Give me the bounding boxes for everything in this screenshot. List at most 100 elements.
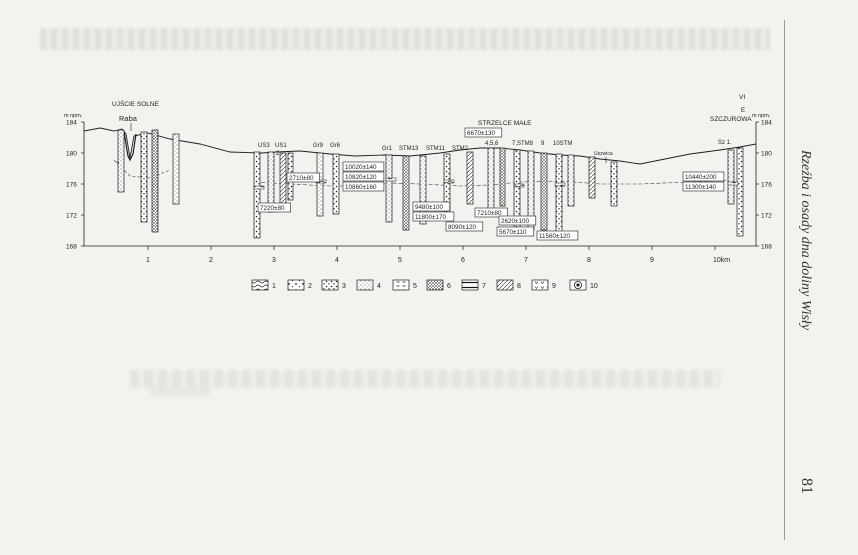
date-box [474, 207, 509, 218]
page-number: 81 [798, 478, 815, 494]
borehole-column [466, 151, 474, 205]
borehole-column [402, 155, 410, 231]
borehole-column [736, 147, 744, 237]
peat-lens [443, 179, 455, 184]
borehole-column [499, 147, 506, 207]
bleed-through-text [40, 28, 770, 50]
label-direction-e: E [741, 108, 745, 114]
borehole-column [151, 129, 159, 233]
x-tick-label: 3 [272, 257, 276, 264]
running-head: Rzeźba i osady dna doliny Wisły [798, 150, 813, 331]
borehole-label: STM11 [426, 146, 446, 152]
date-box [342, 161, 385, 172]
legend-number: 9 [552, 283, 556, 290]
legend-number: 7 [482, 283, 486, 290]
borehole-column [332, 153, 340, 215]
x-tick-label: 6 [461, 257, 465, 264]
y-tick-label-right: 184 [761, 120, 772, 127]
radiocarbon-date: 10440±200 [685, 174, 717, 181]
x-tick-label: 8 [587, 257, 591, 264]
radiocarbon-date: 10860±160 [345, 184, 377, 191]
borehole-column [140, 131, 148, 223]
borehole-label: 2 [276, 151, 280, 157]
radiocarbon-date: 10820±120 [345, 174, 377, 181]
peat-lens [727, 181, 739, 186]
legend-number: 5 [413, 283, 417, 290]
borehole-column [419, 155, 427, 225]
figure-labels: UJŚCIE SOLNE Raba ? STRZELCE MAŁE VI E S… [112, 94, 752, 241]
legend-swatch [356, 279, 374, 291]
y-tick-label-left: 168 [66, 244, 77, 251]
borehole-label: US3 [258, 143, 270, 149]
borehole-label: 9 [541, 141, 545, 147]
borehole-column [727, 149, 735, 205]
borehole-columns [117, 129, 744, 239]
label-raba: Raba [119, 114, 138, 123]
river-incision [123, 131, 137, 162]
y-tick-label-right: 180 [761, 151, 772, 158]
label-ujscie-solne: UJŚCIE SOLNE [112, 99, 160, 108]
y-tick-label-right: 176 [761, 182, 772, 189]
label-strzelce-male: STRZELCE MAŁE [478, 120, 532, 127]
label-section-vi: VI [739, 94, 745, 101]
y-tick-label-right: 168 [761, 244, 772, 251]
radiocarbon-date: 8090±120 [448, 224, 476, 231]
x-tick-label: 1 [146, 257, 150, 264]
date-box [412, 211, 455, 222]
radiocarbon-date: 11800±170 [415, 214, 447, 221]
date-box [464, 127, 503, 138]
legend-number: 2 [308, 283, 312, 290]
date-box [412, 201, 451, 212]
bleed-through-caption [130, 370, 720, 388]
date-box [342, 171, 385, 182]
ground-surface-profile [83, 127, 757, 165]
bleed-through-caption-end [150, 388, 210, 396]
borehole-column [487, 147, 495, 211]
date-box [682, 171, 725, 182]
legend-swatch [287, 279, 305, 291]
radiocarbon-date: 6670±130 [467, 130, 495, 137]
legend-swatch [251, 279, 269, 291]
peat-lens [554, 182, 566, 187]
date-box [682, 181, 725, 192]
peat-lens [513, 183, 525, 188]
legend-circle-core [576, 283, 580, 287]
radiocarbon-date: 7210±80 [477, 210, 502, 217]
date-box [445, 221, 484, 232]
y-tick-label-left: 176 [66, 182, 77, 189]
date-box [496, 226, 535, 237]
radiocarbon-date: 2620±100 [501, 218, 529, 225]
peat-lens [253, 185, 265, 190]
legend-number: 10 [590, 283, 598, 290]
borehole-label: Sz 1. [718, 140, 732, 146]
borehole-column [117, 129, 125, 193]
legend-swatch [321, 279, 339, 291]
legend-swatch [426, 279, 444, 291]
x-tick-label: 10km [713, 257, 730, 264]
y-tick-label-left: 180 [66, 151, 77, 158]
legend-number: 8 [517, 283, 521, 290]
borehole-label: US1 [275, 143, 287, 149]
borehole-column [279, 152, 287, 205]
date-box [286, 172, 321, 183]
x-tick-label: 2 [209, 257, 213, 264]
y-tick-label-left: 184 [66, 120, 77, 127]
peat-lens [385, 177, 397, 182]
borehole-column [253, 151, 261, 239]
radiocarbon-date: 10020±140 [345, 164, 377, 171]
borehole-column [540, 152, 548, 231]
borehole-label: STM2 [452, 146, 469, 152]
y-tick-label-left: 172 [66, 213, 77, 220]
date-box [536, 230, 579, 241]
page-margin-rule [784, 20, 785, 540]
date-box [498, 215, 537, 226]
borehole-column [588, 156, 596, 199]
y-unit-right: m npm. [752, 113, 771, 119]
legend-number: 6 [447, 283, 451, 290]
borehole-column [172, 133, 180, 205]
legend-swatch [531, 279, 549, 291]
